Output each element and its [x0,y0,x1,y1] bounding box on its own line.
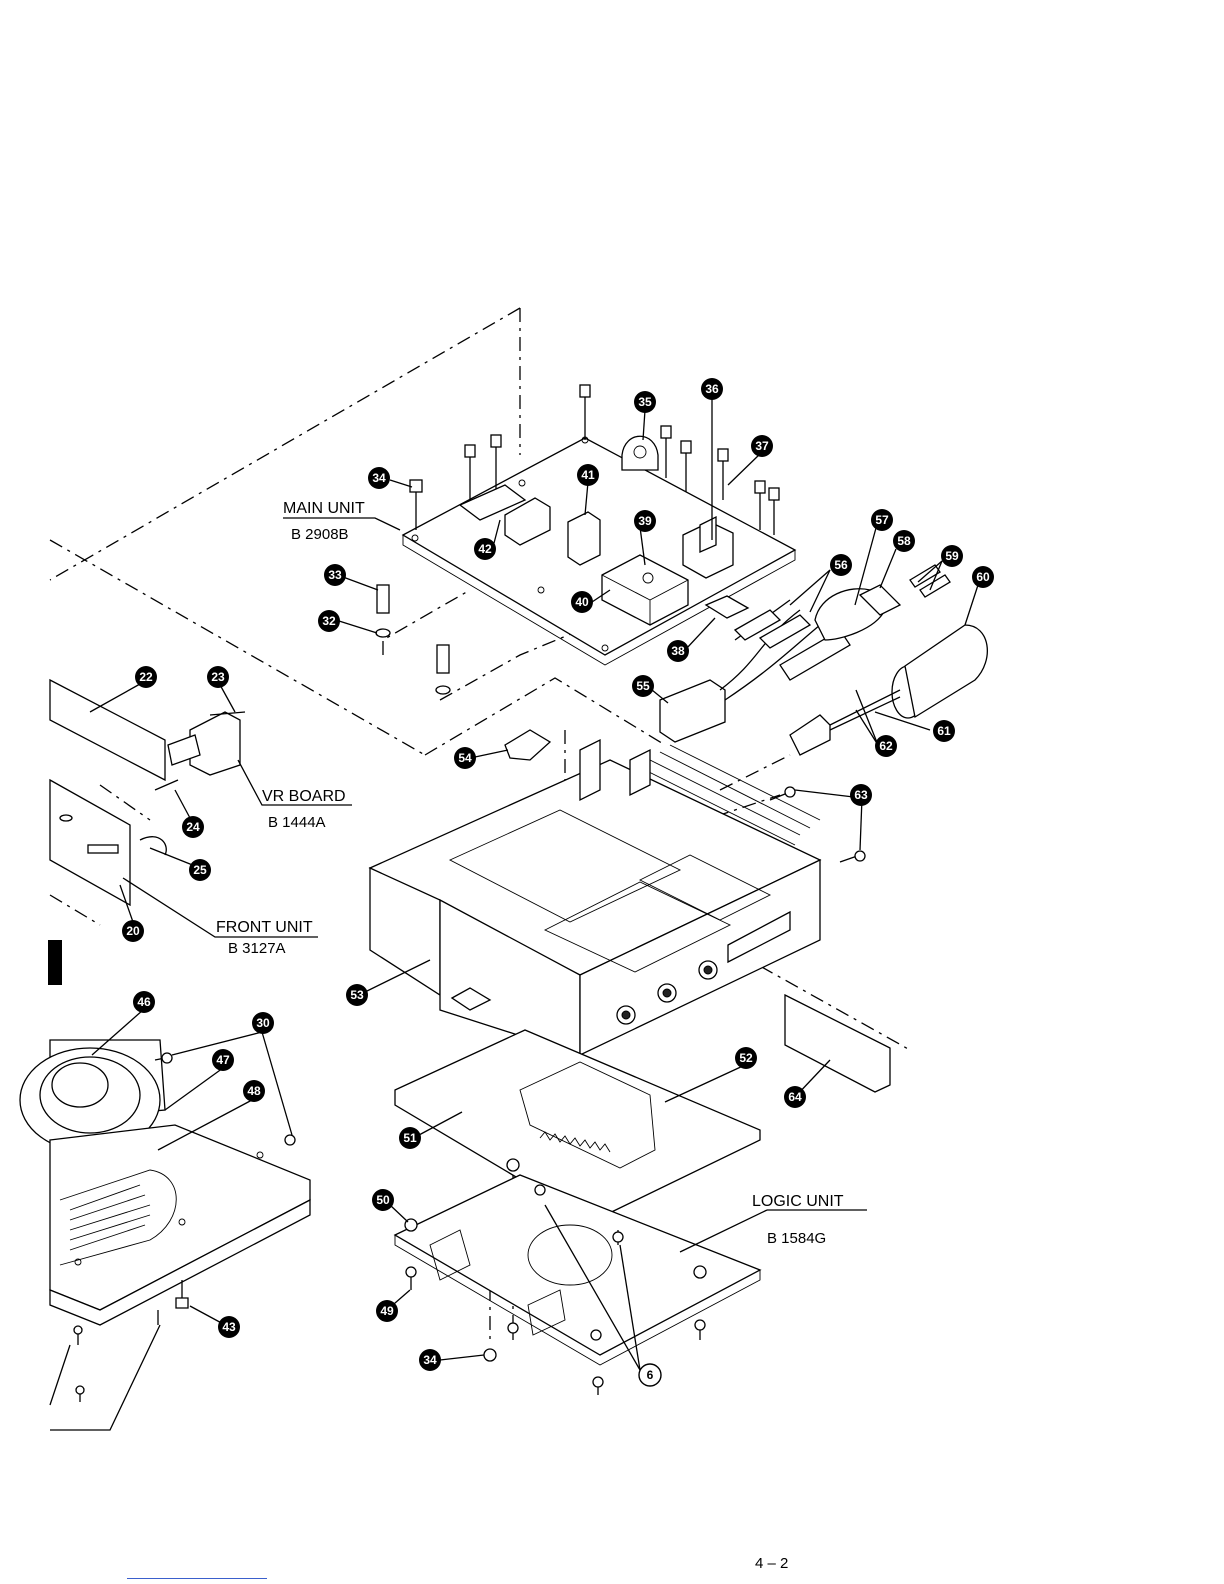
svg-text:46: 46 [137,995,151,1009]
svg-text:25: 25 [193,863,207,877]
svg-text:60: 60 [976,570,990,584]
svg-text:6: 6 [647,1368,654,1382]
footer-rule [127,1578,267,1579]
svg-text:33: 33 [328,568,342,582]
ref-23: 23 [207,666,229,688]
ref-58: 58 [893,530,915,552]
svg-text:53: 53 [350,988,364,1002]
ref-49: 49 [376,1300,398,1322]
svg-text:56: 56 [834,558,848,572]
ref-41: 41 [577,464,599,486]
vr-board-code: B 1444A [268,814,326,831]
ref-57: 57 [871,509,893,531]
svg-text:49: 49 [380,1304,394,1318]
front-unit-label: FRONT UNIT [216,919,313,936]
logic-unit-code: B 1584G [767,1230,826,1247]
svg-text:22: 22 [139,670,153,684]
svg-text:63: 63 [854,788,868,802]
ref-50: 50 [372,1189,394,1211]
svg-text:58: 58 [897,534,911,548]
ref-33: 33 [324,564,346,586]
ref-63: 63 [850,784,872,806]
ref-22: 22 [135,666,157,688]
vr-board [155,712,245,790]
svg-text:61: 61 [937,724,951,738]
logic-unit-label: LOGIC UNIT [752,1193,844,1210]
front-panel-edge [48,940,62,985]
chassis [370,740,820,1055]
svg-text:24: 24 [186,820,200,834]
ref-46: 46 [133,991,155,1013]
svg-text:43: 43 [222,1320,236,1334]
ref-37: 37 [751,435,773,457]
plate-38 [706,596,748,618]
svg-text:30: 30 [256,1016,270,1030]
main-unit-board [403,385,795,665]
svg-text:40: 40 [575,595,589,609]
main-unit-code: B 2908B [291,526,349,543]
svg-text:64: 64 [788,1090,802,1104]
ref-24: 24 [182,816,204,838]
front-unit-code: B 3127A [228,940,286,957]
ref-53: 53 [346,984,368,1006]
svg-text:32: 32 [322,614,336,628]
svg-text:37: 37 [755,439,769,453]
svg-text:47: 47 [216,1053,230,1067]
ref-36: 36 [701,378,723,400]
ref-32: 32 [318,610,340,632]
svg-text:38: 38 [671,644,685,658]
svg-text:41: 41 [581,468,595,482]
ref-25: 25 [189,859,211,881]
ref-6: 6 [639,1364,661,1386]
ref-54: 54 [454,747,476,769]
svg-text:34: 34 [423,1353,437,1367]
svg-text:42: 42 [478,542,492,556]
switch-54 [505,730,550,760]
svg-text:55: 55 [636,679,650,693]
svg-text:62: 62 [879,739,893,753]
ref-62: 62 [875,735,897,757]
speaker-assembly [20,1040,310,1430]
ref-34-logic: 34 [419,1349,441,1371]
ref-20: 20 [122,920,144,942]
front-unit [50,680,166,905]
svg-text:51: 51 [403,1131,417,1145]
ref-47: 47 [212,1049,234,1071]
svg-text:57: 57 [875,513,889,527]
svg-text:39: 39 [638,514,652,528]
sub-chassis-plate [395,1030,760,1220]
svg-text:20: 20 [126,924,140,938]
page-number: 4 – 2 [755,1555,788,1572]
ref-39: 39 [634,510,656,532]
ref-42: 42 [474,538,496,560]
ref-34-main: 34 [368,467,390,489]
ref-55: 55 [632,675,654,697]
ref-48: 48 [243,1080,265,1102]
ref-59: 59 [941,545,963,567]
svg-text:48: 48 [247,1084,261,1098]
ref-60: 60 [972,566,994,588]
ref-61: 61 [933,720,955,742]
ref-30: 30 [252,1012,274,1034]
ref-43: 43 [218,1316,240,1338]
ref-52: 52 [735,1047,757,1069]
svg-text:52: 52 [739,1051,753,1065]
ref-38: 38 [667,640,689,662]
ref-64: 64 [784,1086,806,1108]
vr-board-label: VR BOARD [262,788,346,805]
svg-text:35: 35 [638,395,652,409]
ref-51: 51 [399,1127,421,1149]
svg-text:50: 50 [376,1193,390,1207]
ref-35: 35 [634,391,656,413]
svg-text:36: 36 [705,382,719,396]
svg-text:54: 54 [458,751,472,765]
svg-text:59: 59 [945,549,959,563]
ref-56: 56 [830,554,852,576]
main-unit-label: MAIN UNIT [283,500,365,517]
standoffs [376,585,450,694]
svg-text:23: 23 [211,670,225,684]
svg-text:34: 34 [372,471,386,485]
ref-40: 40 [571,591,593,613]
